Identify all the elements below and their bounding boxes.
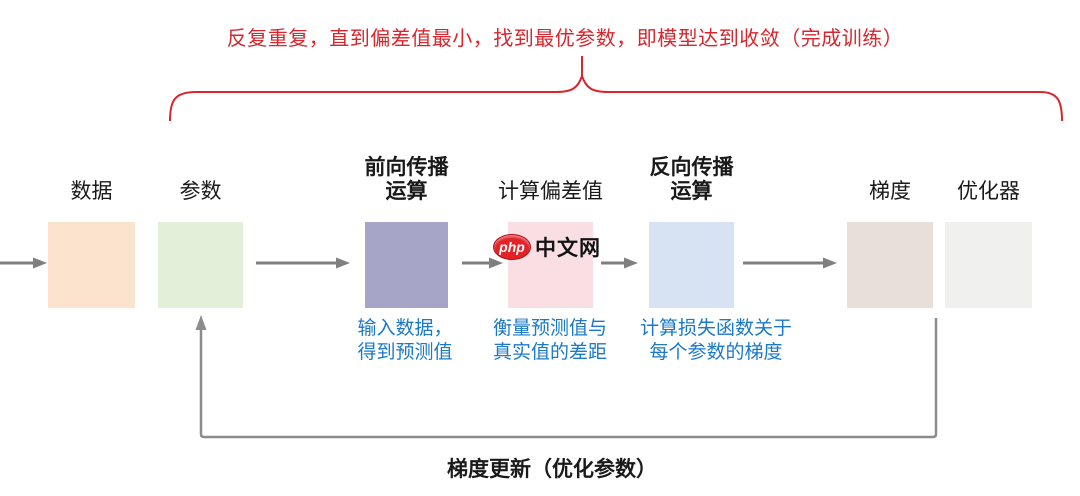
php-logo-text: 中文网 <box>535 237 601 260</box>
node-gradient: 梯度 <box>847 150 933 310</box>
node-data-label: 数据 <box>70 180 113 204</box>
loop-brace <box>169 56 1063 122</box>
arrow-input <box>0 257 47 269</box>
loop-annotation: 反复重复，直到偏差值最小，找到最优参数，即模型达到收敛（完成训练） <box>226 28 904 50</box>
node-backward-prop-label: 反向传播 运算 <box>649 156 734 204</box>
node-loss: 计算偏差值 <box>498 150 603 310</box>
node-backward-prop-box <box>649 222 734 308</box>
node-gradient-label: 梯度 <box>869 180 911 204</box>
note-backward-prop: 计算损失函数关于 每个参数的梯度 <box>639 318 792 363</box>
node-params-box <box>158 222 243 308</box>
php-cn-watermark: php 中文网 <box>493 232 601 262</box>
node-forward-prop-label: 前向传播 运算 <box>364 156 449 204</box>
node-forward-prop: 前向传播 运算 <box>365 150 449 310</box>
arrow-backward-to-gradient <box>743 257 837 269</box>
node-optimizer: 优化器 <box>945 150 1032 310</box>
node-data: 数据 <box>48 150 135 310</box>
node-forward-prop-box <box>365 222 448 308</box>
php-logo-icon: php <box>493 234 531 260</box>
node-gradient-box <box>847 222 933 308</box>
note-forward-prop: 输入数据， 得到预测值 <box>357 318 453 363</box>
arrow-forward-to-loss <box>462 257 503 269</box>
arrow-loss-to-backward <box>601 257 638 269</box>
node-params: 参数 <box>158 150 243 310</box>
node-optimizer-box <box>945 222 1032 308</box>
node-params-label: 参数 <box>179 180 222 204</box>
node-optimizer-label: 优化器 <box>957 180 1020 204</box>
arrow-params-to-forward <box>256 257 350 269</box>
node-loss-label: 计算偏差值 <box>498 180 603 204</box>
node-backward-prop: 反向传播 运算 <box>649 150 734 310</box>
gradient-update-annotation: 梯度更新（优化参数） <box>447 458 657 481</box>
note-loss: 衡量预测值与 真实值的差距 <box>492 318 607 363</box>
feedback-loop-arrow <box>195 315 938 439</box>
node-data-box <box>48 222 135 308</box>
